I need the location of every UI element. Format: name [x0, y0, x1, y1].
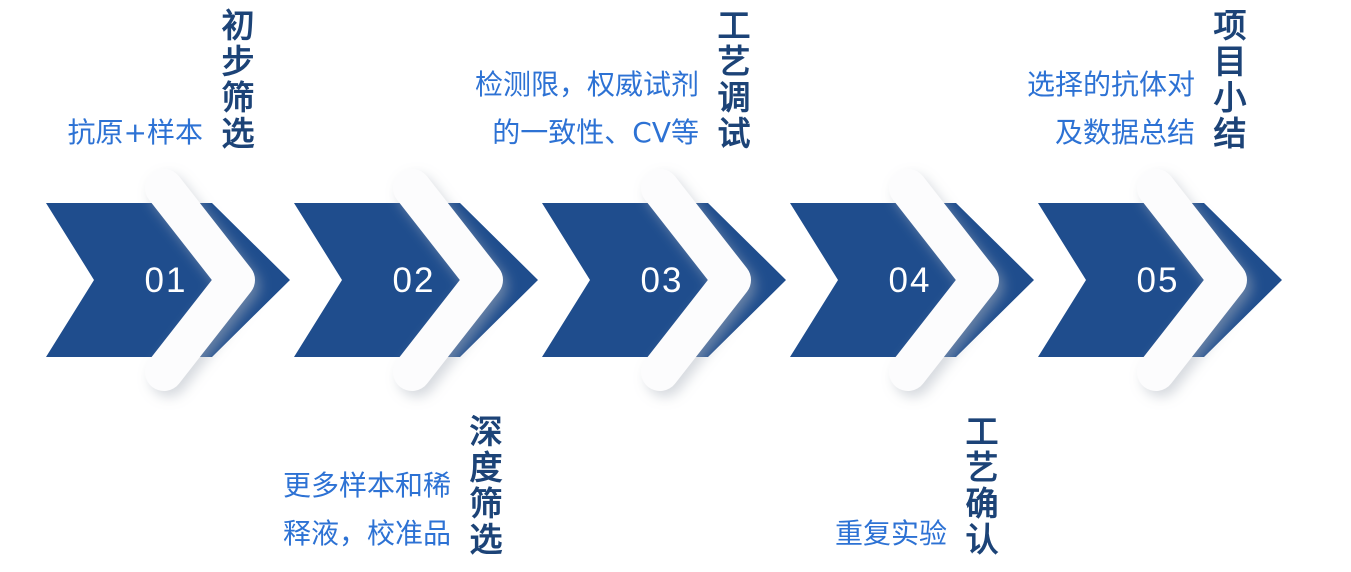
- step-2-number: 02: [393, 261, 436, 300]
- step-1-description: 抗原+样本: [68, 0, 203, 157]
- description-line: 更多样本和稀: [282, 469, 451, 502]
- description-line: 检测限，权威试剂: [474, 68, 699, 101]
- step-2-chevron-separator-icon: [393, 169, 503, 391]
- step-3-chevron-separator-icon: [641, 169, 751, 391]
- step-4-description: 重复实验: [835, 410, 947, 558]
- description-line: 及数据总结: [1054, 116, 1195, 149]
- step-4-chevron-separator-icon: [889, 169, 999, 391]
- step-1-chevron-separator-icon: [145, 169, 255, 391]
- step-2-arrow-group: 02: [294, 169, 538, 391]
- step-5-description: 选择的抗体对 及数据总结: [1027, 0, 1195, 157]
- description-line: 的一致性、CV等: [492, 116, 699, 149]
- step-3-stage-label: 工艺调试: [712, 8, 751, 152]
- description-line: 重复实验: [834, 517, 947, 550]
- step-5-chevron-separator-icon: [1137, 169, 1247, 391]
- step-3-description: 检测限，权威试剂 的一致性、CV等: [475, 0, 699, 157]
- step-4-arrow-group: 04: [790, 169, 1034, 391]
- step-3-arrow-group: 03: [542, 169, 786, 391]
- step-2-description: 更多样本和稀 释液，校准品: [283, 410, 451, 558]
- step-1-stage-label: 初步筛选: [216, 8, 255, 152]
- step-3-number: 03: [641, 261, 684, 300]
- step-4-stage-label: 工艺确认: [960, 414, 999, 558]
- step-4-number: 04: [889, 261, 932, 300]
- description-line: 选择的抗体对: [1026, 68, 1195, 101]
- step-5-number: 05: [1137, 261, 1180, 300]
- step-5-arrow-group: 05: [1038, 169, 1282, 391]
- step-1-arrow-group: 01: [46, 169, 290, 391]
- description-line: 释液，校准品: [282, 517, 451, 550]
- step-2-stage-label: 深度筛选: [464, 414, 503, 558]
- step-5-stage-label: 项目小结: [1208, 8, 1247, 152]
- description-line: 抗原+样本: [67, 116, 203, 149]
- step-1-number: 01: [145, 261, 188, 300]
